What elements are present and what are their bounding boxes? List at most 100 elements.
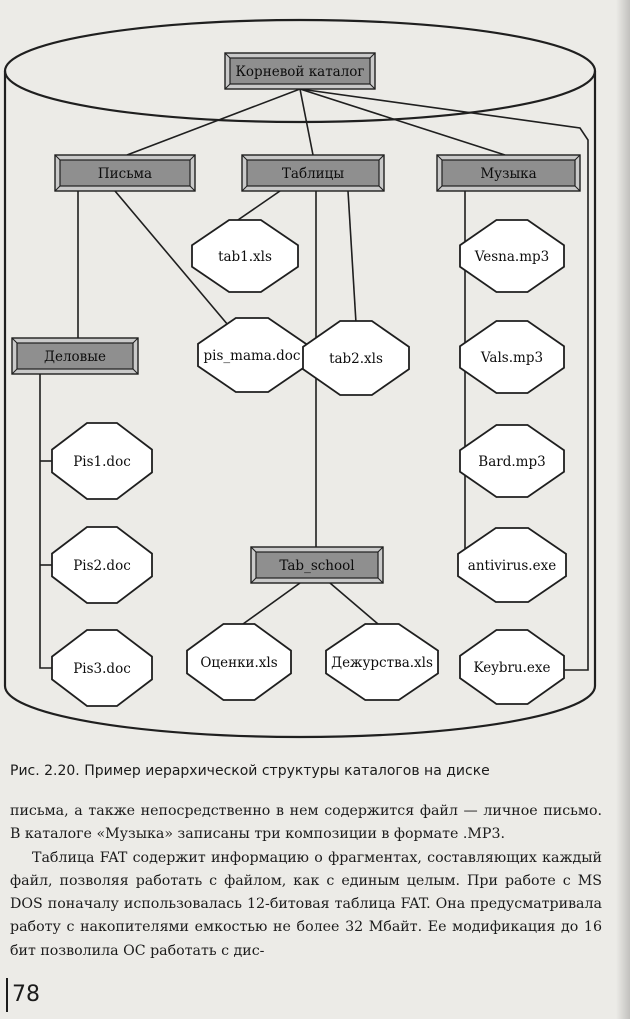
- folder-bevel: [11, 337, 18, 344]
- folder-bevel: [132, 368, 139, 375]
- page-number-bar: [6, 978, 8, 1012]
- file-pis1: Pis1.doc: [51, 422, 153, 500]
- folder-bevel: [369, 83, 376, 90]
- paragraph-2: Таблица FAT содержит информацию о фрагме…: [10, 849, 602, 959]
- file-octagon: [51, 629, 153, 707]
- file-octagon: [459, 320, 565, 394]
- folder-pisma: Письма: [54, 154, 196, 192]
- body-text: письма, а также непосредственно в нем со…: [10, 800, 602, 963]
- tree-edge-5: [114, 190, 229, 326]
- folder-tablicy: Таблицы: [241, 154, 385, 192]
- file-pis_mama: pis_mama.doc: [197, 317, 307, 393]
- file-label: Дежурства.xls: [331, 655, 433, 671]
- folder-bevel: [224, 52, 231, 59]
- file-vals: Vals.mp3: [459, 320, 565, 394]
- folder-bevel: [224, 83, 231, 90]
- folder-bevel: [436, 185, 443, 192]
- folder-face: [16, 342, 134, 370]
- figure-caption: Рис. 2.20. Пример иерархической структур…: [10, 763, 490, 779]
- folder-bevel: [377, 546, 384, 553]
- folder-bevel: [132, 337, 139, 344]
- file-pis2: Pis2.doc: [51, 526, 153, 604]
- file-octagon: [191, 219, 299, 293]
- folder-bevel: [378, 185, 385, 192]
- folder-muzyka: Музыка: [436, 154, 581, 192]
- file-label: Pis1.doc: [73, 454, 131, 470]
- file-ocenki: Оценки.xls: [186, 623, 292, 701]
- file-pis3: Pis3.doc: [51, 629, 153, 707]
- tree-edge-2: [299, 88, 506, 156]
- folder-bevel: [378, 154, 385, 161]
- tree-edge-6: [234, 190, 281, 223]
- folder-bevel: [377, 577, 384, 584]
- file-octagon: [457, 527, 567, 603]
- file-label: Vesna.mp3: [474, 249, 550, 265]
- file-tab2: tab2.xls: [302, 320, 410, 396]
- tree-edge-13: [39, 374, 56, 669]
- folder-label: Корневой каталог: [235, 64, 364, 80]
- tree-edge-1: [299, 88, 314, 156]
- paragraph-1: письма, а также непосредственно в нем со…: [10, 803, 602, 843]
- folder-root: Корневой каталог: [224, 52, 376, 90]
- tree-edge-16: [242, 582, 301, 625]
- file-tab1: tab1.xls: [191, 219, 299, 293]
- folder-face: [59, 159, 191, 187]
- file-dezhurstva: Дежурства.xls: [325, 623, 439, 701]
- file-label: Pis2.doc: [73, 558, 131, 574]
- folder-bevel: [241, 154, 248, 161]
- folder-bevel: [11, 368, 18, 375]
- file-bard: Bard.mp3: [459, 424, 565, 498]
- folder-label: Tab_school: [279, 558, 354, 574]
- folder-bevel: [189, 185, 196, 192]
- disk-cylinder: [3, 18, 597, 739]
- tree-edge-17: [329, 582, 379, 625]
- folder-bevel: [369, 52, 376, 59]
- file-octagon: [186, 623, 292, 701]
- file-label: Vals.mp3: [480, 350, 543, 366]
- folder-label: Таблицы: [282, 166, 344, 182]
- file-label: Keybru.exe: [473, 660, 550, 676]
- file-octagon: [302, 320, 410, 396]
- folder-delovye: Деловые: [11, 337, 139, 375]
- tree-edge-3: [299, 88, 589, 671]
- folder-face: [229, 57, 371, 85]
- file-label: Bard.mp3: [478, 454, 545, 470]
- folder-bevel: [54, 185, 61, 192]
- folder-bevel: [436, 154, 443, 161]
- folder-bevel: [189, 154, 196, 161]
- folder-face: [441, 159, 576, 187]
- tree-edge-8: [347, 190, 357, 324]
- file-label: antivirus.exe: [468, 558, 556, 574]
- file-octagon: [459, 629, 565, 705]
- page-edge-shadow: [616, 0, 630, 1019]
- page-number: 78: [12, 982, 40, 1007]
- folder-label: Музыка: [480, 166, 536, 182]
- folder-face: [246, 159, 380, 187]
- file-octagon: [325, 623, 439, 701]
- file-octagon: [51, 422, 153, 500]
- file-label: tab1.xls: [218, 249, 272, 265]
- folder-label: Деловые: [44, 349, 106, 365]
- folder-bevel: [241, 185, 248, 192]
- folder-bevel: [54, 154, 61, 161]
- tree-edge-0: [126, 88, 301, 156]
- folder-face: [255, 551, 379, 579]
- folder-bevel: [574, 185, 581, 192]
- file-octagon: [459, 219, 565, 293]
- file-label: tab2.xls: [329, 351, 383, 367]
- folder-bevel: [250, 546, 257, 553]
- folder-tab_school: Tab_school: [250, 546, 384, 584]
- file-octagon: [51, 526, 153, 604]
- file-label: Pis3.doc: [73, 661, 131, 677]
- file-vesna: Vesna.mp3: [459, 219, 565, 293]
- file-label: pis_mama.doc: [204, 348, 301, 364]
- folder-bevel: [250, 577, 257, 584]
- file-antivirus: antivirus.exe: [457, 527, 567, 603]
- file-octagon: [459, 424, 565, 498]
- file-label: Оценки.xls: [200, 655, 277, 671]
- cylinder-bottom: [3, 685, 597, 739]
- file-octagon: [197, 317, 307, 393]
